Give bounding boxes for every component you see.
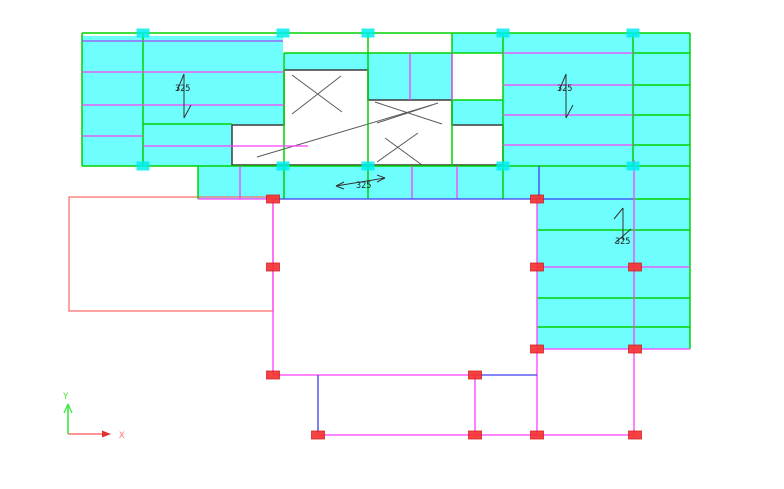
span-arrow [565, 104, 574, 119]
span-arrow [558, 73, 567, 92]
opening-x-mark [384, 137, 423, 166]
support-node[interactable] [276, 28, 290, 38]
support-node[interactable] [276, 161, 290, 171]
column-node[interactable] [628, 262, 642, 272]
span-arrow [335, 181, 345, 187]
span-label: 325 [175, 73, 192, 119]
axis-indicator: XY [63, 392, 125, 441]
support-node[interactable] [496, 161, 510, 171]
span-label-text: 325 [175, 84, 190, 94]
span-arrow [176, 73, 185, 92]
span-arrow [335, 185, 345, 190]
column-node[interactable] [266, 370, 280, 380]
support-node[interactable] [361, 161, 375, 171]
lower-wall-outline[interactable] [68, 196, 274, 312]
span-label: 325 [613, 207, 632, 247]
column-node[interactable] [266, 262, 280, 272]
span-label-text: 325 [356, 181, 371, 191]
axis-x-label: X [119, 431, 125, 441]
support-node[interactable] [136, 28, 150, 38]
span-label-text: 325 [615, 237, 630, 247]
support-node[interactable] [361, 28, 375, 38]
span-arrow [183, 104, 192, 119]
column-node[interactable] [628, 344, 642, 354]
span-arrow [614, 228, 632, 244]
column-node[interactable] [530, 262, 544, 272]
opening-x-mark [291, 74, 343, 113]
column-node[interactable] [468, 370, 482, 380]
column-node[interactable] [530, 194, 544, 204]
support-node[interactable] [626, 28, 640, 38]
axis-y-arrowhead-left [63, 403, 69, 414]
span-label: 325 [557, 73, 574, 119]
opening-x-mark [256, 104, 433, 158]
slab-gap [452, 53, 503, 100]
column-node[interactable] [468, 430, 482, 440]
axis-x-arrowhead [102, 430, 111, 438]
span-arrow [376, 177, 386, 183]
support-node[interactable] [136, 161, 150, 171]
column-node[interactable] [530, 430, 544, 440]
slab-panel[interactable] [537, 199, 690, 349]
column-node[interactable] [628, 430, 642, 440]
column-node[interactable] [530, 344, 544, 354]
span-arrow [376, 174, 386, 179]
opening-x-mark [376, 102, 439, 124]
support-node[interactable] [496, 28, 510, 38]
opening-x-mark [291, 75, 342, 115]
axis-y-label: Y [63, 392, 69, 402]
span-arrow [335, 177, 386, 187]
slab-panel[interactable] [198, 166, 690, 199]
span-label-text: 325 [557, 84, 572, 94]
axis-y-arrowhead-right [67, 403, 73, 414]
column-node[interactable] [311, 430, 325, 440]
span-arrow [613, 207, 624, 220]
span-label: 325 [335, 174, 386, 191]
column-node[interactable] [266, 194, 280, 204]
support-node[interactable] [626, 161, 640, 171]
